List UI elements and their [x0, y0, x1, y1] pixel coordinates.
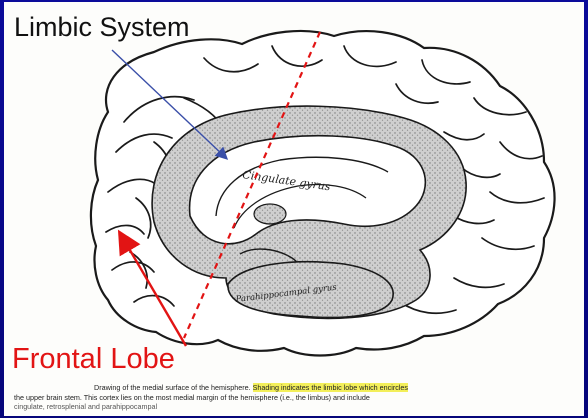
- thalamus: [254, 204, 286, 224]
- limbic-system-title: Limbic System: [14, 14, 190, 41]
- figure-panel: Cingulate gyrus Parahippocampal gyrus Li…: [4, 2, 584, 416]
- frontal-lobe-title: Frontal Lobe: [12, 345, 175, 374]
- caption-line-2: the upper brain stem. This cortex lies o…: [14, 393, 588, 403]
- caption-line-1: Drawing of the medial surface of the hem…: [14, 383, 588, 393]
- caption-highlight: Shading indicates the limbic lobe which …: [253, 383, 408, 392]
- caption-line-3: cingulate, retrosplenial and parahippoca…: [14, 402, 588, 412]
- figure-caption: Drawing of the medial surface of the hem…: [14, 383, 588, 412]
- caption-line-1-plain: Drawing of the medial surface of the hem…: [94, 383, 253, 392]
